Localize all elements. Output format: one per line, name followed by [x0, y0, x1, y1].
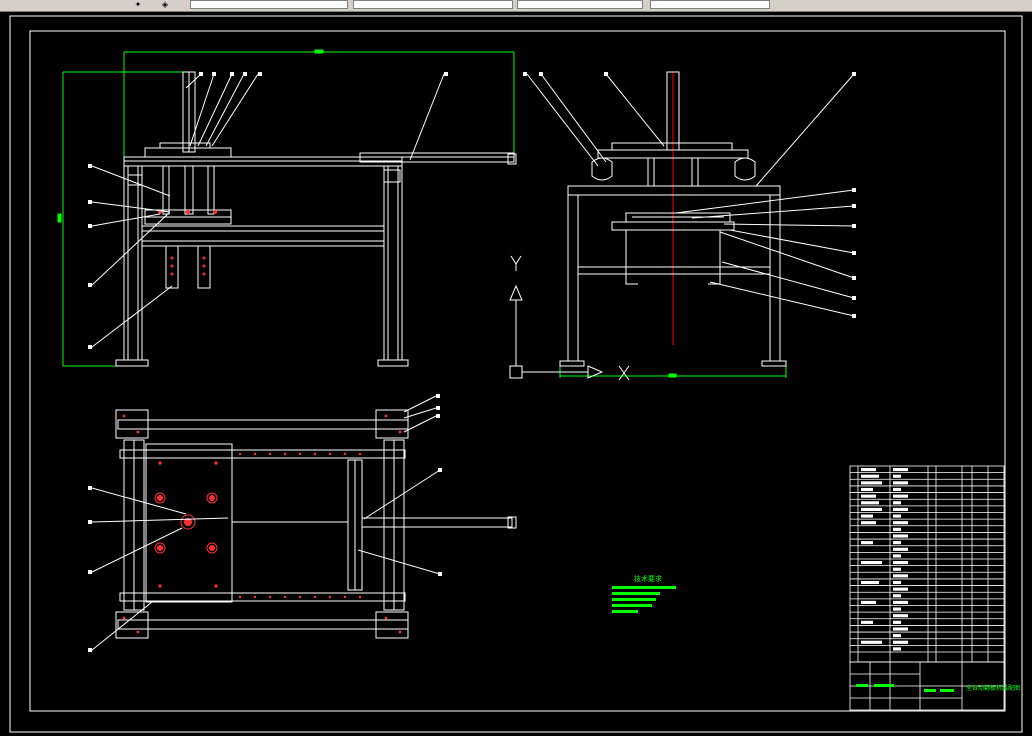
drawing-frame — [29, 30, 1006, 712]
parts-row-text — [893, 640, 908, 644]
notes-title: 技术要求 — [634, 574, 662, 583]
parts-row-text — [893, 600, 908, 604]
parts-row-text — [893, 561, 908, 565]
parts-row-text — [893, 481, 908, 485]
layer-states-icon[interactable]: ✦ — [134, 0, 142, 9]
parts-row-code — [861, 541, 873, 545]
parts-row-code — [861, 501, 879, 505]
linetype-dropdown[interactable] — [517, 0, 643, 9]
parts-row-text — [893, 468, 908, 472]
outer-border — [9, 15, 1023, 733]
parts-row-code — [861, 580, 879, 585]
layer-dropdown[interactable] — [190, 0, 348, 9]
parts-list: 全自动翻板机装配图 — [849, 465, 1020, 711]
parts-row-text — [893, 541, 901, 545]
parts-row-text — [893, 587, 908, 591]
parts-row-text — [893, 607, 901, 611]
parts-row-code — [861, 514, 873, 518]
side-view — [523, 71, 856, 378]
parts-row-text — [893, 620, 901, 624]
parts-row-code — [861, 620, 873, 624]
parts-row-text — [893, 474, 901, 478]
parts-row-code — [861, 474, 879, 478]
parts-row-text — [893, 547, 908, 551]
title-block-title: 全自动翻板机装配图 — [966, 684, 1020, 692]
parts-row-code — [861, 468, 876, 472]
parts-row-text — [893, 494, 908, 498]
parts-row-code — [861, 487, 873, 492]
parts-row-code — [861, 600, 876, 604]
parts-row-text — [893, 527, 901, 531]
parts-row-text — [893, 580, 901, 585]
parts-row-code — [861, 521, 876, 525]
parts-row-text — [893, 521, 908, 525]
parts-row-code — [861, 561, 882, 565]
parts-row-text — [893, 567, 901, 571]
parts-row-text — [893, 594, 901, 598]
parts-row-text — [893, 507, 908, 511]
parts-row-text — [893, 634, 901, 638]
technical-notes: 技术要求 — [612, 574, 676, 613]
parts-row-code — [861, 481, 882, 485]
lineweight-dropdown[interactable] — [650, 0, 770, 9]
parts-row-text — [893, 514, 901, 518]
parts-row-text — [893, 534, 908, 538]
parts-row-text — [893, 501, 901, 505]
top-view — [88, 394, 517, 652]
parts-row-text — [893, 554, 901, 558]
parts-row-code — [861, 507, 882, 511]
parts-row-text — [893, 487, 901, 492]
ucs-icon — [509, 255, 630, 381]
color-dropdown[interactable] — [353, 0, 513, 9]
parts-row-text — [893, 614, 908, 618]
drawing-canvas[interactable]: 技术要求 全自动翻板机装配图 — [0, 11, 1032, 736]
parts-row-code — [861, 494, 876, 498]
parts-row-text — [893, 574, 908, 578]
front-view — [57, 49, 517, 367]
parts-row-text — [893, 627, 908, 631]
toolbar: ✦ ◈ — [0, 0, 1032, 12]
layer-properties-icon[interactable]: ◈ — [161, 0, 169, 9]
parts-row-text — [893, 647, 901, 651]
parts-row-code — [861, 640, 882, 644]
